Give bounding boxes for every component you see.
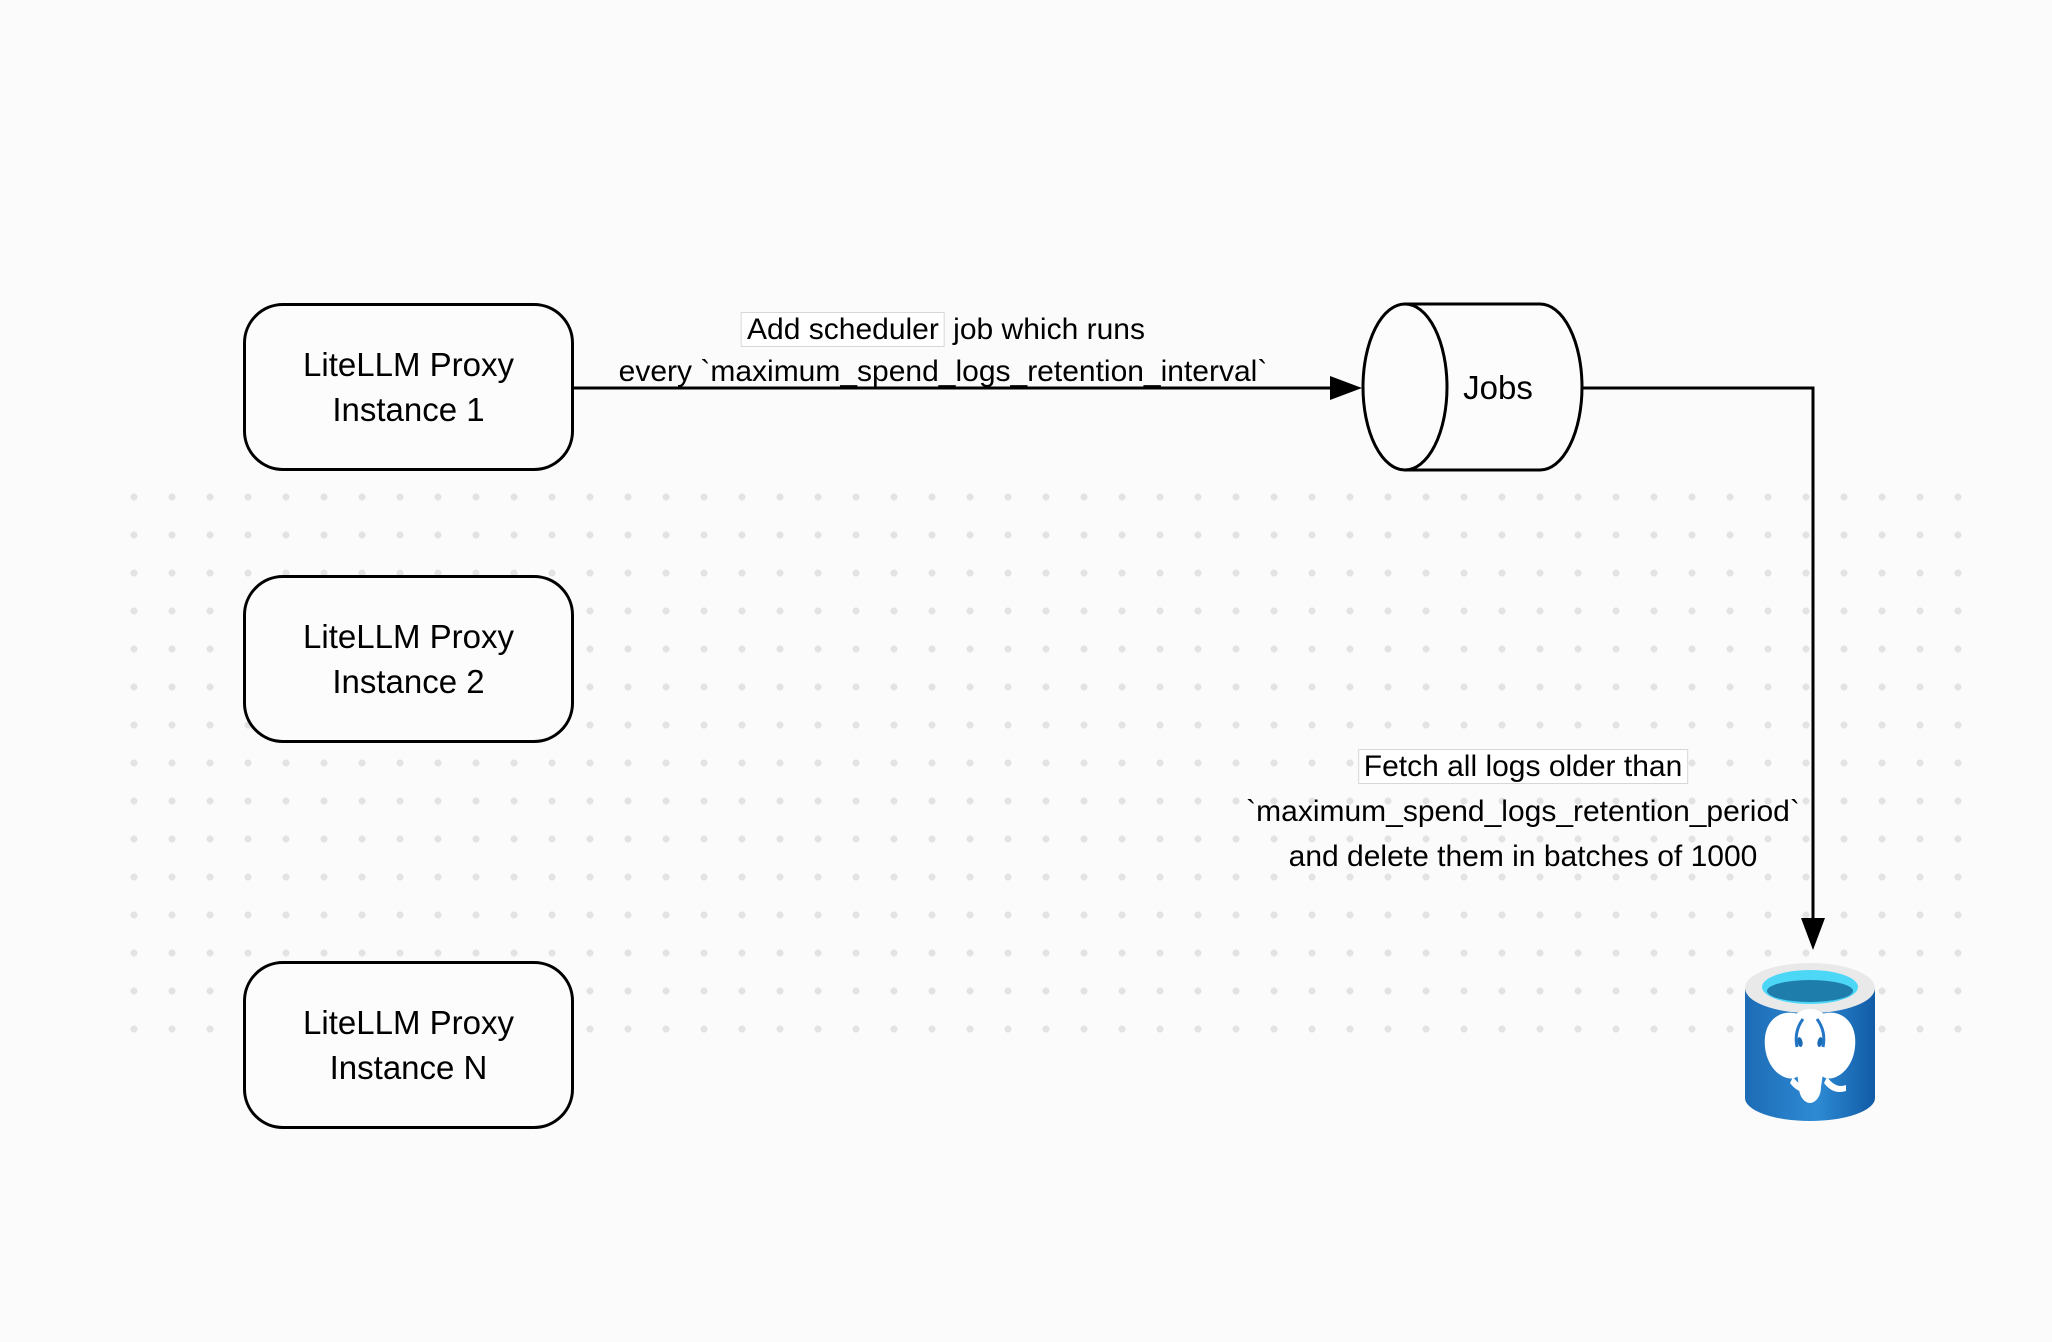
node-litellm-proxy-instance-1: LiteLLM Proxy Instance 1 xyxy=(243,303,574,471)
edge-label-line-1: Add scheduler job which runs xyxy=(619,309,1268,351)
node-label-line: Instance N xyxy=(329,1049,488,1086)
postgresql-database-node xyxy=(1740,946,1880,1126)
fetch-arrow xyxy=(1582,386,1825,950)
node-label-line: LiteLLM Proxy xyxy=(303,1004,514,1041)
edge-label-add-scheduler: Add scheduler job which runs every `maxi… xyxy=(618,309,1268,393)
edge-label-boxed-text: Add scheduler xyxy=(741,312,945,347)
edge-label-fetch-delete: Fetch all logs older than `maximum_spend… xyxy=(1246,744,1800,879)
scheduler-arrow xyxy=(573,376,1362,400)
edge-label-line-2: every `maximum_spend_logs_retention_inte… xyxy=(618,355,1268,388)
jobs-cylinder-shape xyxy=(1361,302,1584,472)
postgresql-database-icon xyxy=(1745,963,1875,1121)
postgres-elephant-glyph xyxy=(1764,1009,1856,1103)
edge-label-line-3: and delete them in batches of 1000 xyxy=(1288,840,1758,873)
node-litellm-proxy-instance-2: LiteLLM Proxy Instance 2 xyxy=(243,575,574,743)
node-label-line: LiteLLM Proxy xyxy=(303,346,514,383)
postgres-elephant-details xyxy=(1794,1018,1826,1048)
edge-label-line-2: `maximum_spend_logs_retention_period` xyxy=(1246,795,1800,828)
node-label-line: Instance 2 xyxy=(332,663,485,700)
node-label-line: Instance 1 xyxy=(332,391,485,428)
jobs-node-label: Jobs xyxy=(1463,369,1533,406)
node-litellm-proxy-instance-n: LiteLLM Proxy Instance N xyxy=(243,961,574,1129)
edge-label-line-1: Fetch all logs older than xyxy=(1246,744,1800,789)
node-label-line: LiteLLM Proxy xyxy=(303,618,514,655)
edge-label-boxed-text: Fetch all logs older than xyxy=(1357,749,1689,784)
